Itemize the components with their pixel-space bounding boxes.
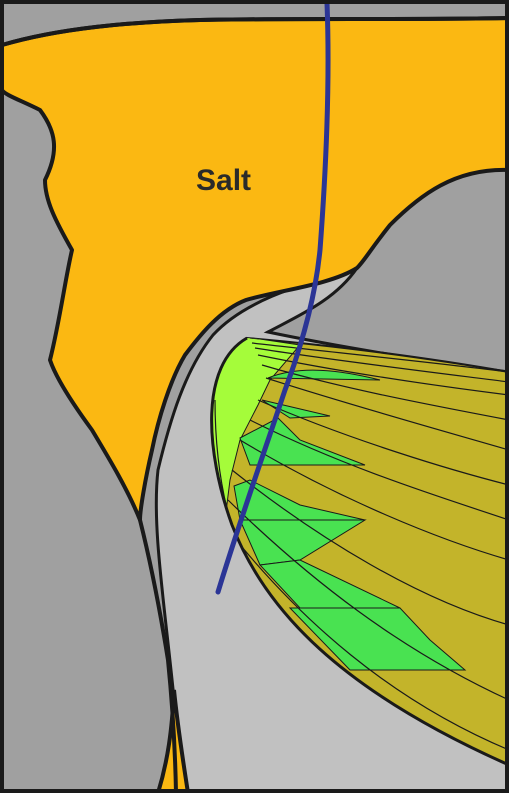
salt-label: Salt [196,164,251,197]
